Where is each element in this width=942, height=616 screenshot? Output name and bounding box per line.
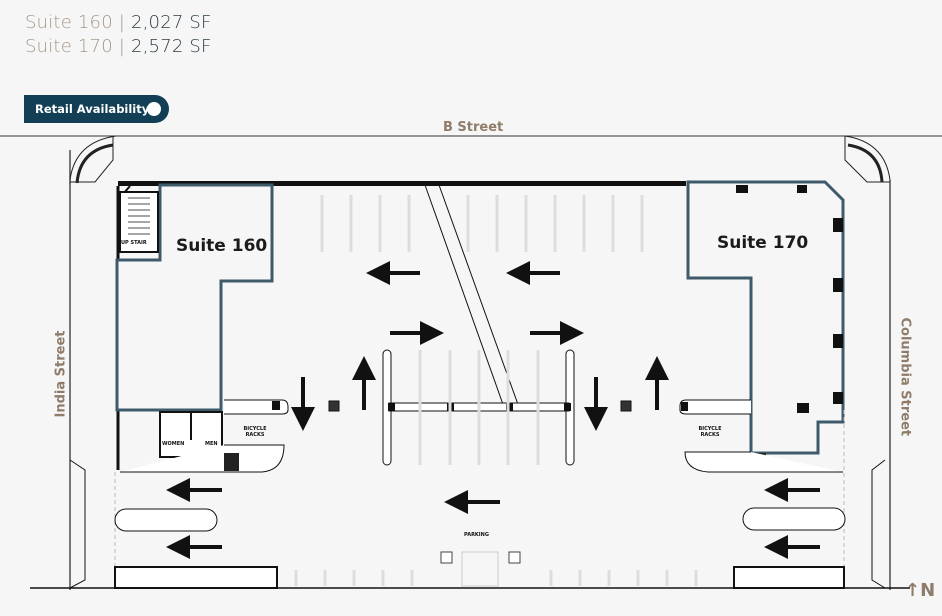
suite-name: Suite 170 (25, 36, 113, 57)
men-restroom-label: MEN (205, 441, 218, 447)
separator: | (118, 36, 126, 57)
corner-curb-nw (69, 135, 117, 185)
stair-label: UP STAIR (121, 240, 147, 246)
north-label: N (920, 580, 936, 601)
suite-area: 2,027 SF (130, 12, 212, 33)
suite-160-outline (115, 183, 274, 412)
suite-name: Suite 160 (25, 12, 113, 33)
suite-170-summary: Suite 170 | 2,572 SF (25, 36, 212, 57)
retail-availability-toggle[interactable]: Retail Availability (24, 95, 169, 123)
suite-160-label[interactable]: Suite 160 (176, 236, 268, 256)
bicycle-racks-right-label: BICYCLE RACKS (698, 426, 722, 438)
suite-170-label[interactable]: Suite 170 (717, 233, 809, 253)
suite-170-outline (686, 180, 845, 455)
bicycle-racks-left-label: BICYCLE RACKS (243, 426, 267, 438)
street-label-b: B Street (443, 120, 504, 135)
north-arrow-icon: ↑ (905, 580, 921, 601)
women-restroom-label: WOMEN (162, 441, 185, 447)
traffic-arrows (166, 261, 820, 559)
suite-area: 2,572 SF (130, 36, 212, 57)
corner-curb-ne (844, 135, 891, 183)
parking-label: PARKING (464, 532, 489, 538)
suite-160-summary: Suite 160 | 2,027 SF (25, 12, 212, 33)
toggle-label: Retail Availability (35, 102, 150, 116)
separator: | (118, 12, 126, 33)
compass: ↑N (905, 580, 935, 601)
toggle-knob-icon[interactable] (147, 102, 161, 116)
